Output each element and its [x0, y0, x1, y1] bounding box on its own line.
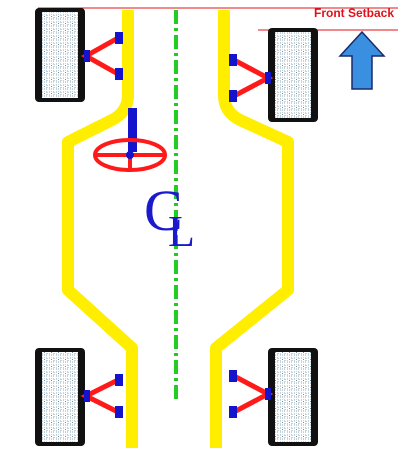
centerline-l-label: L: [168, 207, 195, 256]
centerline-c-label: C: [144, 178, 183, 243]
right-frame-rail: [210, 10, 294, 448]
arrow-up-icon: [338, 30, 386, 90]
front-right-control-arm: [229, 54, 274, 102]
front-left-control-arm: [80, 32, 123, 80]
rear-left-control-arm: [80, 374, 123, 418]
tire-icon: [268, 348, 318, 446]
tire-icon: [268, 28, 318, 122]
tire-icon: [35, 8, 85, 102]
rear-right-control-arm: [229, 370, 274, 418]
steering-column: [128, 108, 137, 152]
steering-wheel-icon: [93, 138, 167, 172]
front-setback-label: Front Setback: [313, 6, 394, 20]
tire-icon: [35, 348, 85, 446]
left-frame-rail: [62, 10, 138, 448]
